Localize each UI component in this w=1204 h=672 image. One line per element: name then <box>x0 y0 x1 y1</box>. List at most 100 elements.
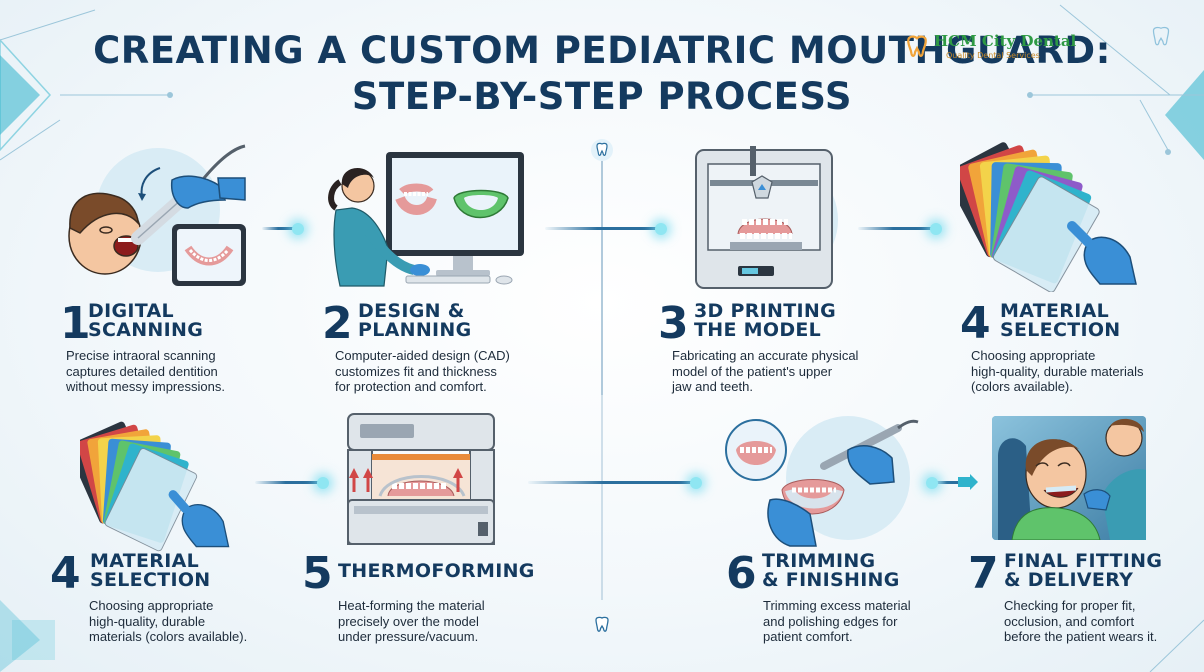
step-heading: MATERIAL SELECTION <box>1000 302 1120 340</box>
material-swatches-illustration <box>960 142 1137 292</box>
step-number: 6 <box>726 548 757 599</box>
scanner-illustration <box>68 144 246 286</box>
description-line: Choosing appropriate <box>971 348 1096 363</box>
step-heading-line-2: SELECTION <box>1000 319 1121 341</box>
step-7: 7 FINAL FITTING & DELIVERY Checking for … <box>968 552 1198 652</box>
trimming-illustration <box>725 416 919 547</box>
connector-6-7 <box>928 481 970 484</box>
step-4-bottom: 4 MATERIAL SELECTION Choosing appropriat… <box>50 552 290 652</box>
logo-name: HCM City Dental <box>934 32 1077 50</box>
step-heading-line-2: & FINISHING <box>762 569 900 591</box>
connector-2-3 <box>545 227 661 230</box>
step-heading-line-2: THE MODEL <box>694 319 822 341</box>
description-line: without messy impressions. <box>66 379 225 394</box>
connector-1-2 <box>262 227 298 230</box>
description-line: Checking for proper fit, <box>1004 598 1136 613</box>
step-heading: TRIMMING & FINISHING <box>762 552 900 590</box>
title-line-2: STEP-BY-STEP PROCESS <box>351 75 853 118</box>
tooth-icon <box>595 616 609 632</box>
step-heading-line-1: MATERIAL <box>90 550 199 572</box>
description-line: (colors available). <box>971 379 1073 394</box>
step-2: 2 DESIGN & PLANNING Computer-aided desig… <box>322 302 552 402</box>
connector-dot <box>930 223 942 235</box>
step-1: 1 DIGITAL SCANNING Precise intraoral sca… <box>60 302 260 402</box>
description-line: high-quality, durable <box>89 613 206 629</box>
step-5: 5 THERMOFORMING Heat-forming the materia… <box>302 552 542 652</box>
step-heading-line-1: THERMOFORMING <box>338 560 535 582</box>
connector-dot <box>655 223 667 235</box>
page-title: CREATING A CUSTOM PEDIATRIC MOUTHGUARD: … <box>60 28 1144 120</box>
description-line: for protection and comfort. <box>335 379 487 394</box>
description-line: precisely over the model <box>338 613 479 629</box>
step-number: 5 <box>302 548 333 599</box>
tooth-icon <box>1152 26 1170 46</box>
step-heading-line-1: MATERIAL <box>1000 300 1109 322</box>
step-number: 3 <box>658 298 689 349</box>
step-description: Choosing appropriate high-quality, durab… <box>89 598 247 645</box>
step-number: 1 <box>60 298 91 349</box>
connector-dot <box>317 477 329 489</box>
description-line: Heat-forming the material <box>338 598 485 613</box>
step-number: 2 <box>322 298 353 349</box>
step-6: 6 TRIMMING & FINISHING Trimming excess m… <box>726 552 956 652</box>
connector-4-5 <box>255 481 323 484</box>
step-description: Precise intraoral scanning captures deta… <box>66 348 225 395</box>
description-line: occlusion, and comfort <box>1004 613 1135 629</box>
step-heading-line-2: PLANNING <box>358 319 472 341</box>
step-number: 7 <box>968 548 999 599</box>
step-3: 3 3D PRINTING THE MODEL Fabricating an a… <box>658 302 898 402</box>
description-line: and polishing edges for <box>763 613 898 629</box>
step-heading-line-1: FINAL FITTING <box>1004 550 1163 572</box>
tooth-icon <box>591 139 613 161</box>
step-heading: DESIGN & PLANNING <box>358 302 472 340</box>
description-line: before the patient wears it. <box>1004 629 1158 644</box>
3d-printer-illustration <box>695 146 838 289</box>
step-heading-line-2: SELECTION <box>90 569 211 591</box>
material-swatches-illustration <box>80 421 230 552</box>
description-line: Fabricating an accurate physical <box>672 348 859 363</box>
arrow-right-icon <box>958 474 978 490</box>
step-number: 4 <box>960 298 991 349</box>
connector-5-6 <box>528 481 696 484</box>
step-heading: THERMOFORMING <box>338 562 535 581</box>
step-heading-line-2: SCANNING <box>88 319 204 341</box>
description-line: patient comfort. <box>763 629 853 644</box>
step-heading-line-1: 3D PRINTING <box>694 300 836 322</box>
thermoformer-illustration <box>347 413 495 545</box>
connector-dot <box>292 223 304 235</box>
cad-illustration <box>328 152 524 287</box>
step-heading: FINAL FITTING & DELIVERY <box>1004 552 1162 590</box>
logo-tagline: Quality Dental Services <box>946 51 1040 60</box>
step-heading: DIGITAL SCANNING <box>88 302 203 340</box>
step-description: Heat-forming the material precisely over… <box>338 598 485 645</box>
description-line: materials (colors available). <box>89 629 248 644</box>
step-heading-line-1: DIGITAL <box>88 300 174 322</box>
description-line: customizes fit and thickness <box>335 363 497 379</box>
step-description: Trimming excess material and polishing e… <box>763 598 911 645</box>
step-heading: MATERIAL SELECTION <box>90 552 210 590</box>
logo-tooth-icon <box>907 35 927 58</box>
step-heading: 3D PRINTING THE MODEL <box>694 302 836 340</box>
description-line: model of the patient's upper <box>672 363 833 379</box>
description-line: captures detailed dentition <box>66 363 218 379</box>
step-description: Choosing appropriate high-quality, durab… <box>971 348 1143 395</box>
description-line: high-quality, durable materials <box>971 363 1144 379</box>
step-description: Computer-aided design (CAD) customizes f… <box>335 348 510 395</box>
title-line-1: CREATING A CUSTOM PEDIATRIC MOUTHGUARD: <box>93 29 1111 72</box>
connector-dot <box>926 477 938 489</box>
step-number: 4 <box>50 548 81 599</box>
description-line: Choosing appropriate <box>89 598 214 613</box>
step-description: Fabricating an accurate physical model o… <box>672 348 858 395</box>
step-heading-line-1: TRIMMING <box>762 550 876 572</box>
description-line: jaw and teeth. <box>672 379 753 394</box>
connector-3-4 <box>858 227 936 230</box>
clinic-logo: HCM City Dental Quality Dental Services <box>902 32 1082 66</box>
description-line: under pressure/vacuum. <box>338 629 479 644</box>
description-line: Computer-aided design (CAD) <box>335 348 510 363</box>
step-heading-line-2: & DELIVERY <box>1004 569 1134 591</box>
step-heading-line-1: DESIGN & <box>358 300 465 322</box>
connector-dot <box>690 477 702 489</box>
step-description: Checking for proper fit, occlusion, and … <box>1004 598 1157 645</box>
step-4-top: 4 MATERIAL SELECTION Choosing appropriat… <box>960 302 1196 402</box>
